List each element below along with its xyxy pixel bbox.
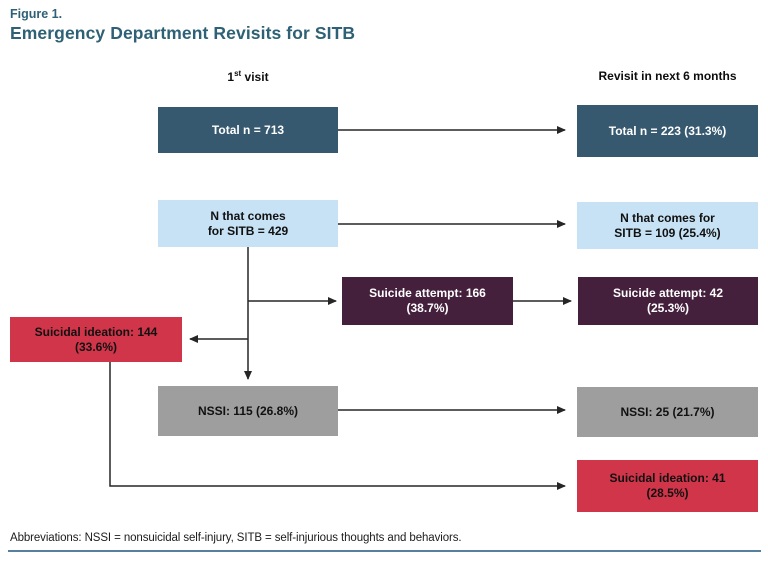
box-text: for SITB = 429: [207, 223, 289, 238]
box-text: (25.3%): [646, 301, 690, 315]
box-text: Suicidal ideation: 144: [34, 324, 158, 339]
box-text: SITB = 109 (25.4%): [614, 225, 721, 240]
box-text: (38.7%): [406, 301, 449, 315]
box-text: (28.5%): [646, 486, 689, 500]
box-text: Suicide attempt: 42: [612, 286, 724, 300]
figure-title: Emergency Department Revisits for SITB: [10, 23, 356, 43]
column-header-first-visit: 1st visit: [158, 69, 338, 84]
box-text: Suicidal ideation: 41: [609, 471, 726, 485]
first-visit-number: 1: [227, 70, 235, 84]
arrow-ideation-to-revisit: [109, 362, 566, 490]
box-text: (33.6%): [74, 339, 118, 354]
box-suicidal-ideation-revisit: Suicidal ideation: 41 (28.5%): [577, 460, 758, 512]
box-total-revisit: Total n = 223 (31.3%): [577, 105, 758, 157]
bottom-rule: [8, 550, 761, 552]
box-suicide-attempt-revisit: Suicide attempt: 42 (25.3%): [578, 277, 758, 325]
box-text: Total n = 713: [211, 122, 285, 137]
abbreviations-footnote: Abbreviations: NSSI = nonsuicidal self-i…: [10, 532, 462, 544]
first-visit-ordinal: st: [234, 69, 242, 78]
first-visit-word: visit: [241, 70, 269, 84]
box-total-first-visit: Total n = 713: [158, 107, 338, 153]
box-nssi-revisit: NSSI: 25 (21.7%): [577, 387, 758, 437]
box-text: Suicide attempt: 166: [369, 286, 486, 300]
box-text: Total n = 223 (31.3%): [608, 123, 727, 138]
box-text: N that comes for: [620, 210, 715, 225]
box-text: NSSI: 25 (21.7%): [620, 404, 715, 419]
box-suicide-attempt-first-visit: Suicide attempt: 166 (38.7%): [342, 277, 513, 325]
box-suicidal-ideation-first-visit: Suicidal ideation: 144 (33.6%): [10, 317, 182, 362]
box-text: NSSI: 115 (26.8%): [197, 403, 299, 418]
column-header-revisit: Revisit in next 6 months: [598, 69, 737, 83]
box-text: N that comes: [210, 208, 286, 223]
box-nssi-first-visit: NSSI: 115 (26.8%): [158, 386, 338, 436]
box-sitb-first-visit: N that comes for SITB = 429: [158, 200, 338, 247]
box-sitb-revisit: N that comes for SITB = 109 (25.4%): [577, 202, 758, 249]
figure-label: Figure 1.: [10, 7, 63, 21]
